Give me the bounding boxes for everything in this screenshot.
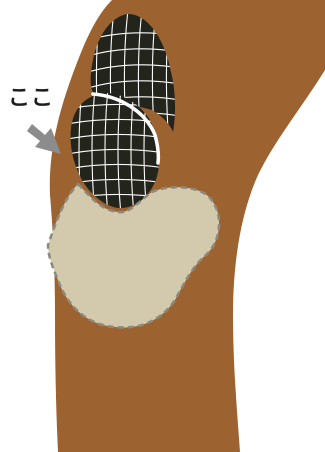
callout-label: ここ [8, 86, 54, 112]
